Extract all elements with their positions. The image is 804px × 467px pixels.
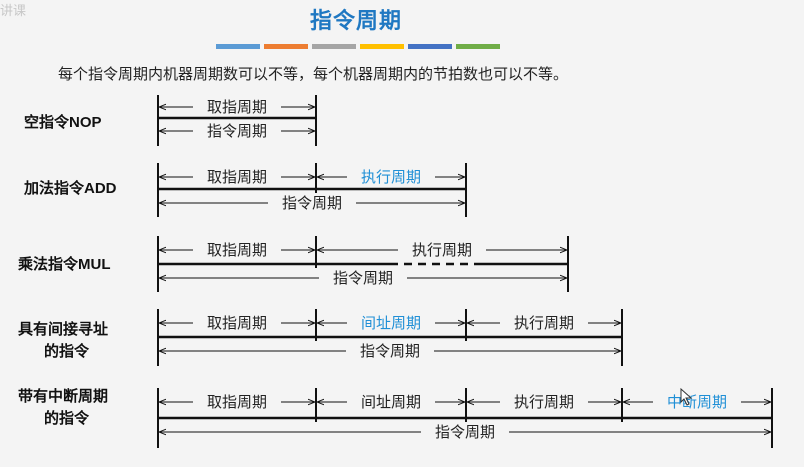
row-3-segment-2-label: 执行周期 [412,241,472,259]
row-3-total-label: 指令周期 [333,269,393,287]
color-bar-segment [264,44,308,49]
row-label-cn: 空指令 [24,113,70,131]
row-2-total-label: 指令周期 [282,194,342,212]
row-5-segment-2-label: 间址周期 [361,393,421,411]
row-label-line2: 的指令 [44,409,90,427]
page-title: 指令周期 [309,9,402,34]
color-bar-segment [216,44,260,49]
color-bar-segment [312,44,356,49]
row-5-segment-1-label: 取指周期 [207,393,267,411]
row-1-segment-1-label: 取指周期 [207,98,267,116]
row-label-cn: 乘法指令 [18,255,79,273]
row-label-en: NOP [69,114,102,131]
row-label-interrupt: 带有中断周期 的指令 [18,385,108,429]
row-1-total-label: 指令周期 [207,122,267,140]
row-label-cn: 带有中断周期 [18,387,109,405]
color-bar-segment [408,44,452,49]
row-label-indirect: 具有间接寻址 的指令 [18,318,108,362]
row-5-total-label: 指令周期 [435,423,495,441]
row-4-segment-2-label: 间址周期 [361,314,421,332]
row-label-en: ADD [84,180,117,197]
row-label-nop: 空指令NOP [24,111,102,134]
color-bar-segment [360,44,404,49]
row-label-cn: 加法指令 [24,179,85,197]
row-label-line2: 的指令 [44,342,90,360]
row-3-segment-1-label: 取指周期 [207,241,267,259]
row-label-add: 加法指令ADD [24,177,117,200]
row-5-segment-3-label: 执行周期 [514,393,574,411]
watermark: 讲课 [0,4,27,19]
row-2-segment-1-label: 取指周期 [207,168,267,186]
row-5-segment-4-label: 中断周期 [667,393,727,411]
row-4-segment-3-label: 执行周期 [514,314,574,332]
row-2-segment-2-label: 执行周期 [361,168,421,186]
row-4-total-label: 指令周期 [360,342,420,360]
color-bar-segment [456,44,500,49]
row-label-mul: 乘法指令MUL [18,253,111,276]
row-4-segment-1-label: 取指周期 [207,314,267,332]
subtitle: 每个指令周期内机器周期数可以不等，每个机器周期内的节拍数也可以不等。 [58,65,569,83]
row-label-cn: 具有间接寻址 [18,320,109,338]
mouse-cursor-icon [680,388,693,406]
title-color-bar [216,44,504,49]
row-label-en: MUL [78,256,111,273]
